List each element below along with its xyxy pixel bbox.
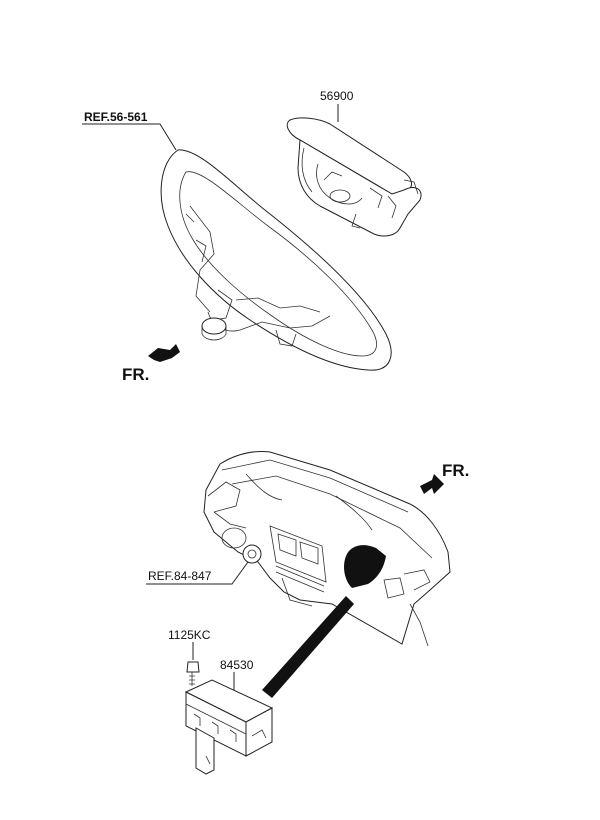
- driver-airbag-part-number: 56900: [320, 89, 354, 103]
- dashboard-panel: [203, 451, 451, 647]
- mounting-bolt: [186, 661, 200, 686]
- installation-band: [262, 596, 354, 698]
- ref-steering-label: REF.56-561: [84, 110, 148, 124]
- bolt-part-number: 1125KC: [168, 628, 211, 642]
- ref-steering-leader: [82, 123, 177, 151]
- front-direction-arrow-top: [148, 344, 180, 362]
- passenger-airbag-part-number: 84530: [220, 658, 254, 672]
- front-direction-arrow-bottom: [420, 474, 444, 494]
- passenger-airbag-opening: [344, 545, 386, 588]
- front-direction-label-bottom: FR.: [442, 461, 469, 480]
- ref-dashboard-label: REF.84-847: [148, 569, 212, 583]
- driver-airbag-module: [286, 117, 422, 237]
- ref-dashboard-leader: [146, 561, 249, 585]
- steering-wheel: [160, 149, 392, 371]
- passenger-airbag-module: [184, 679, 274, 775]
- front-direction-label-top: FR.: [122, 365, 149, 384]
